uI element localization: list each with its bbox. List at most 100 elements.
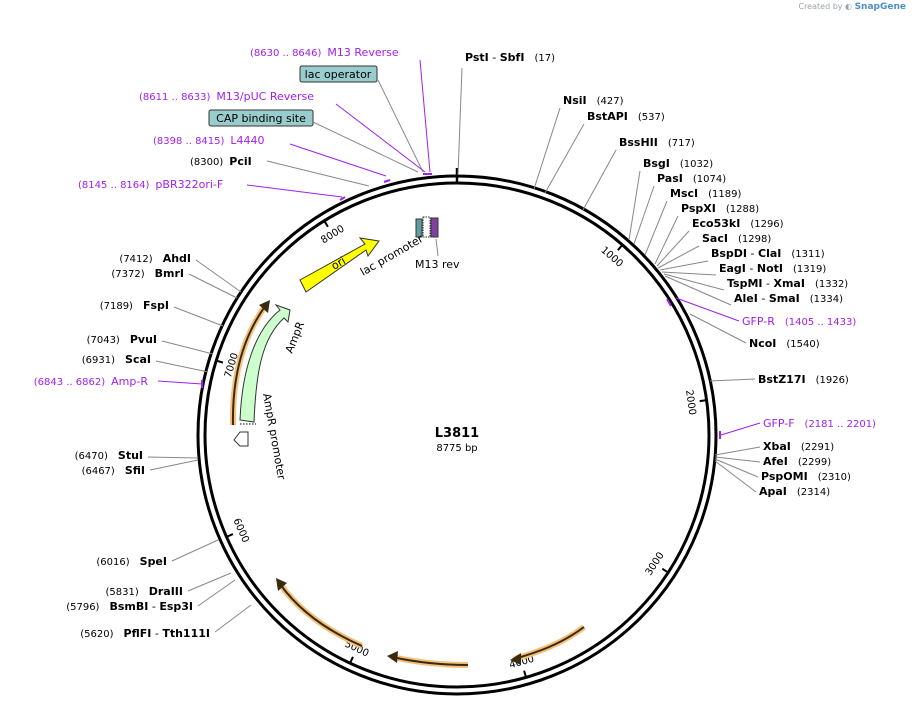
- plasmid-name: L3811: [435, 426, 479, 441]
- tick-mark: [215, 359, 224, 364]
- ampr-feature[interactable]: [239, 303, 291, 423]
- tick-label: 1000: [598, 245, 624, 270]
- ampr-label: AmpR: [283, 319, 307, 355]
- orange-feature-bottom-2-core: [391, 656, 469, 666]
- site-label-bstapi: BstAPI(537): [587, 110, 665, 123]
- site-line-bstapi: [544, 123, 585, 194]
- site-line-pspxi: [654, 215, 679, 265]
- primer-label-amp-r: (6843 .. 6862)Amp-R: [34, 375, 149, 388]
- site-label-tspmi: TspMI - XmaI(1332): [727, 277, 848, 290]
- site-line-saci: [657, 245, 700, 269]
- site-label-stui: (6470)StuI: [75, 449, 143, 462]
- features-layer: ori AmpR AmpR promoter lac promoter M13 …: [229, 216, 586, 668]
- primer-label-l4440: (8398 .. 8415)L4440: [153, 134, 265, 147]
- site-label-eagi: EagI - NotI(1319): [719, 262, 826, 275]
- labels-layer: PstI - SbfI(17) (8630 .. 8646)M13 Revers…: [34, 46, 876, 640]
- primer-label-gfp-f: GFP-F(2181 .. 2201): [763, 417, 876, 430]
- site-label-afei: AfeI(2299): [763, 455, 831, 468]
- lac-box-1[interactable]: [415, 218, 423, 238]
- lac-box-2[interactable]: [422, 216, 431, 238]
- site-label-pflfi: (5620)PflFI - Tth111I: [80, 627, 210, 640]
- site-label-ahdi: (7412)AhdI: [119, 252, 191, 265]
- site-line-pvui: [161, 340, 214, 355]
- site-label-sfii: (6467)SfiI: [82, 464, 145, 477]
- lac-operator-line: [377, 79, 424, 173]
- m13rev-box[interactable]: [430, 217, 439, 238]
- site-line-bsgi: [628, 170, 641, 241]
- orange-feature-left-core: [231, 304, 267, 426]
- primer-line-pbr322: [246, 184, 343, 198]
- orange-feature-bottom-1-head: [510, 653, 521, 665]
- site-line-alei: [664, 275, 732, 306]
- credit-brand: SnapGene: [854, 2, 906, 12]
- tick-mark: [349, 656, 354, 664]
- site-line-eco53ki: [656, 230, 690, 267]
- site-label-spei: (6016)SpeI: [96, 555, 167, 568]
- site-line-sfii: [149, 459, 199, 471]
- site-label-draiii: (5831)DraIII: [105, 585, 183, 598]
- site-label-apai: ApaI(2314): [759, 485, 830, 498]
- site-label-scai: (6931)ScaI: [82, 353, 151, 366]
- site-label-nsii: NsiI(427): [563, 94, 624, 107]
- site-label-pspxi: PspXI(1288): [681, 202, 759, 215]
- primer-line-m13-reverse: [419, 59, 431, 173]
- site-line-stui: [147, 456, 199, 459]
- site-line-bstz17i: [709, 378, 756, 382]
- site-label-fspi: (7189)FspI: [100, 299, 169, 312]
- tick-label: 8000: [319, 223, 346, 246]
- site-line-pspomi: [714, 458, 759, 478]
- site-label-bsgi: BsgI(1032): [643, 157, 713, 170]
- orange-feature-left-head: [259, 300, 270, 313]
- primer-label-m13puc: (8611 .. 8633)M13/pUC Reverse: [139, 90, 314, 103]
- cap-site-line: [312, 121, 419, 173]
- site-line-bsshii: [582, 149, 617, 211]
- primer-line-gfp-f: [720, 422, 761, 436]
- site-line-draiii: [187, 572, 232, 592]
- primer-mark-pbr322: [339, 196, 346, 201]
- site-line-fspi: [173, 306, 224, 327]
- site-line-msci: [644, 200, 668, 256]
- site-line-bspdi: [659, 260, 709, 271]
- credit-prefix: Created by: [798, 2, 843, 11]
- primer-line-gfp-r: [675, 297, 740, 322]
- primer-mark-gfp-r: [666, 298, 672, 307]
- site-label-alei: AleI - SmaI(1334): [734, 292, 843, 305]
- tick-mark: [661, 567, 669, 574]
- site-line-apai: [714, 460, 757, 493]
- orange-feature-bottom-3-head: [276, 578, 287, 591]
- site-label-pcii: (8300)PciI: [190, 155, 252, 168]
- tick-mark: [523, 670, 527, 678]
- site-label-ncoi: NcoI(1540): [749, 337, 820, 350]
- tick-mark: [617, 244, 624, 251]
- site-line-eagi: [661, 271, 717, 276]
- site-label-saci: SacI(1298): [702, 232, 771, 245]
- lac-operator-box[interactable]: [299, 65, 378, 83]
- site-label-bspdi: BspDI - ClaI(1311): [711, 247, 825, 260]
- site-line-ahdi: [195, 259, 242, 293]
- site-line-spei: [171, 539, 219, 562]
- site-line-bsmbi: [197, 579, 236, 607]
- primer-line-m13puc: [335, 103, 426, 173]
- ampr-promoter-feature[interactable]: [233, 431, 249, 447]
- plasmid-length: 8775 bp: [436, 443, 477, 454]
- site-label-pvui: (7043)PvuI: [87, 333, 157, 346]
- snapgene-credit: Created by ◐ SnapGene: [798, 2, 906, 12]
- cap-site-box[interactable]: [208, 109, 314, 127]
- site-line-tspmi: [663, 273, 725, 291]
- site-line-ncoi: [689, 313, 747, 344]
- site-line-scai: [155, 360, 209, 373]
- orange-feature-bottom-2-head: [387, 651, 398, 663]
- primer-label-gfp-r: GFP-R(1405 .. 1433): [742, 315, 856, 328]
- site-line-pflfi: [214, 604, 252, 633]
- site-label-psti: PstI - SbfI(17): [465, 51, 555, 64]
- site-line-xbai: [714, 446, 761, 456]
- tick-label: 3000: [644, 550, 667, 577]
- lac-operator-label: lac operator: [305, 68, 372, 81]
- tick-mark: [226, 533, 234, 538]
- site-label-bsshii: BssHII(717): [619, 136, 695, 149]
- tick-mark: [323, 220, 329, 228]
- orange-feature-bottom-1[interactable]: [513, 624, 586, 662]
- primer-label-m13-reverse: (8630 .. 8646)M13 Reverse: [250, 46, 399, 59]
- ori-feature[interactable]: [299, 237, 380, 293]
